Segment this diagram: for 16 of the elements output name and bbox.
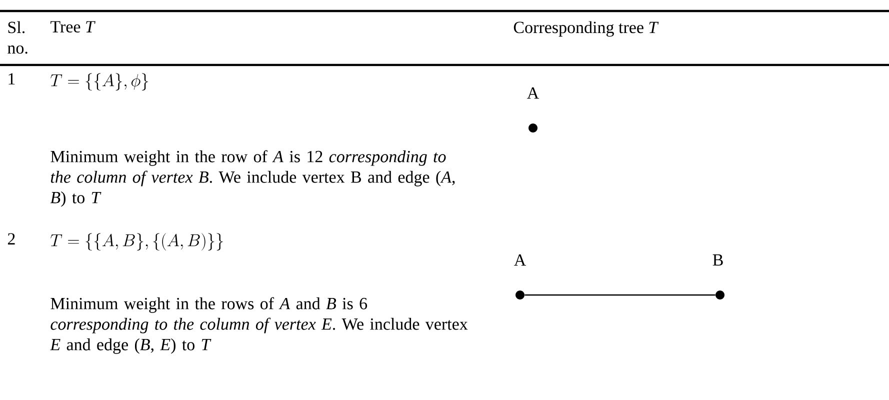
row-number: 2 bbox=[8, 233, 15, 244]
vertex-label: A bbox=[527, 87, 540, 99]
tree-edge bbox=[524, 294, 716, 296]
formula: $T = \{\{A, B\}, \{(A, B)\}\}$ bbox=[50, 233, 223, 250]
vertex-label: A bbox=[514, 254, 526, 266]
formula: $T = \{\{A\}, \phi\}$ bbox=[50, 73, 148, 90]
description: Minimum weight in the rows of A and B is 6 corresponding to the column of vertex E. We include vertex E and edge (B, E) to T bbox=[50, 297, 468, 354]
table-header: Tree T bbox=[50, 21, 96, 32]
vertex-dot bbox=[716, 290, 724, 300]
vertex-dot bbox=[516, 290, 524, 300]
table-header: Sl. no. bbox=[8, 21, 28, 54]
row-number: 1 bbox=[8, 73, 15, 84]
vertex-dot bbox=[528, 124, 538, 132]
description: Minimum weight in the row of A is 12 corresponding to the column of vertex B. We include vertex B and edge (A, B) to T bbox=[50, 150, 455, 207]
vertex-label: B bbox=[712, 254, 723, 266]
table-header: Corresponding tree T bbox=[514, 21, 659, 37]
